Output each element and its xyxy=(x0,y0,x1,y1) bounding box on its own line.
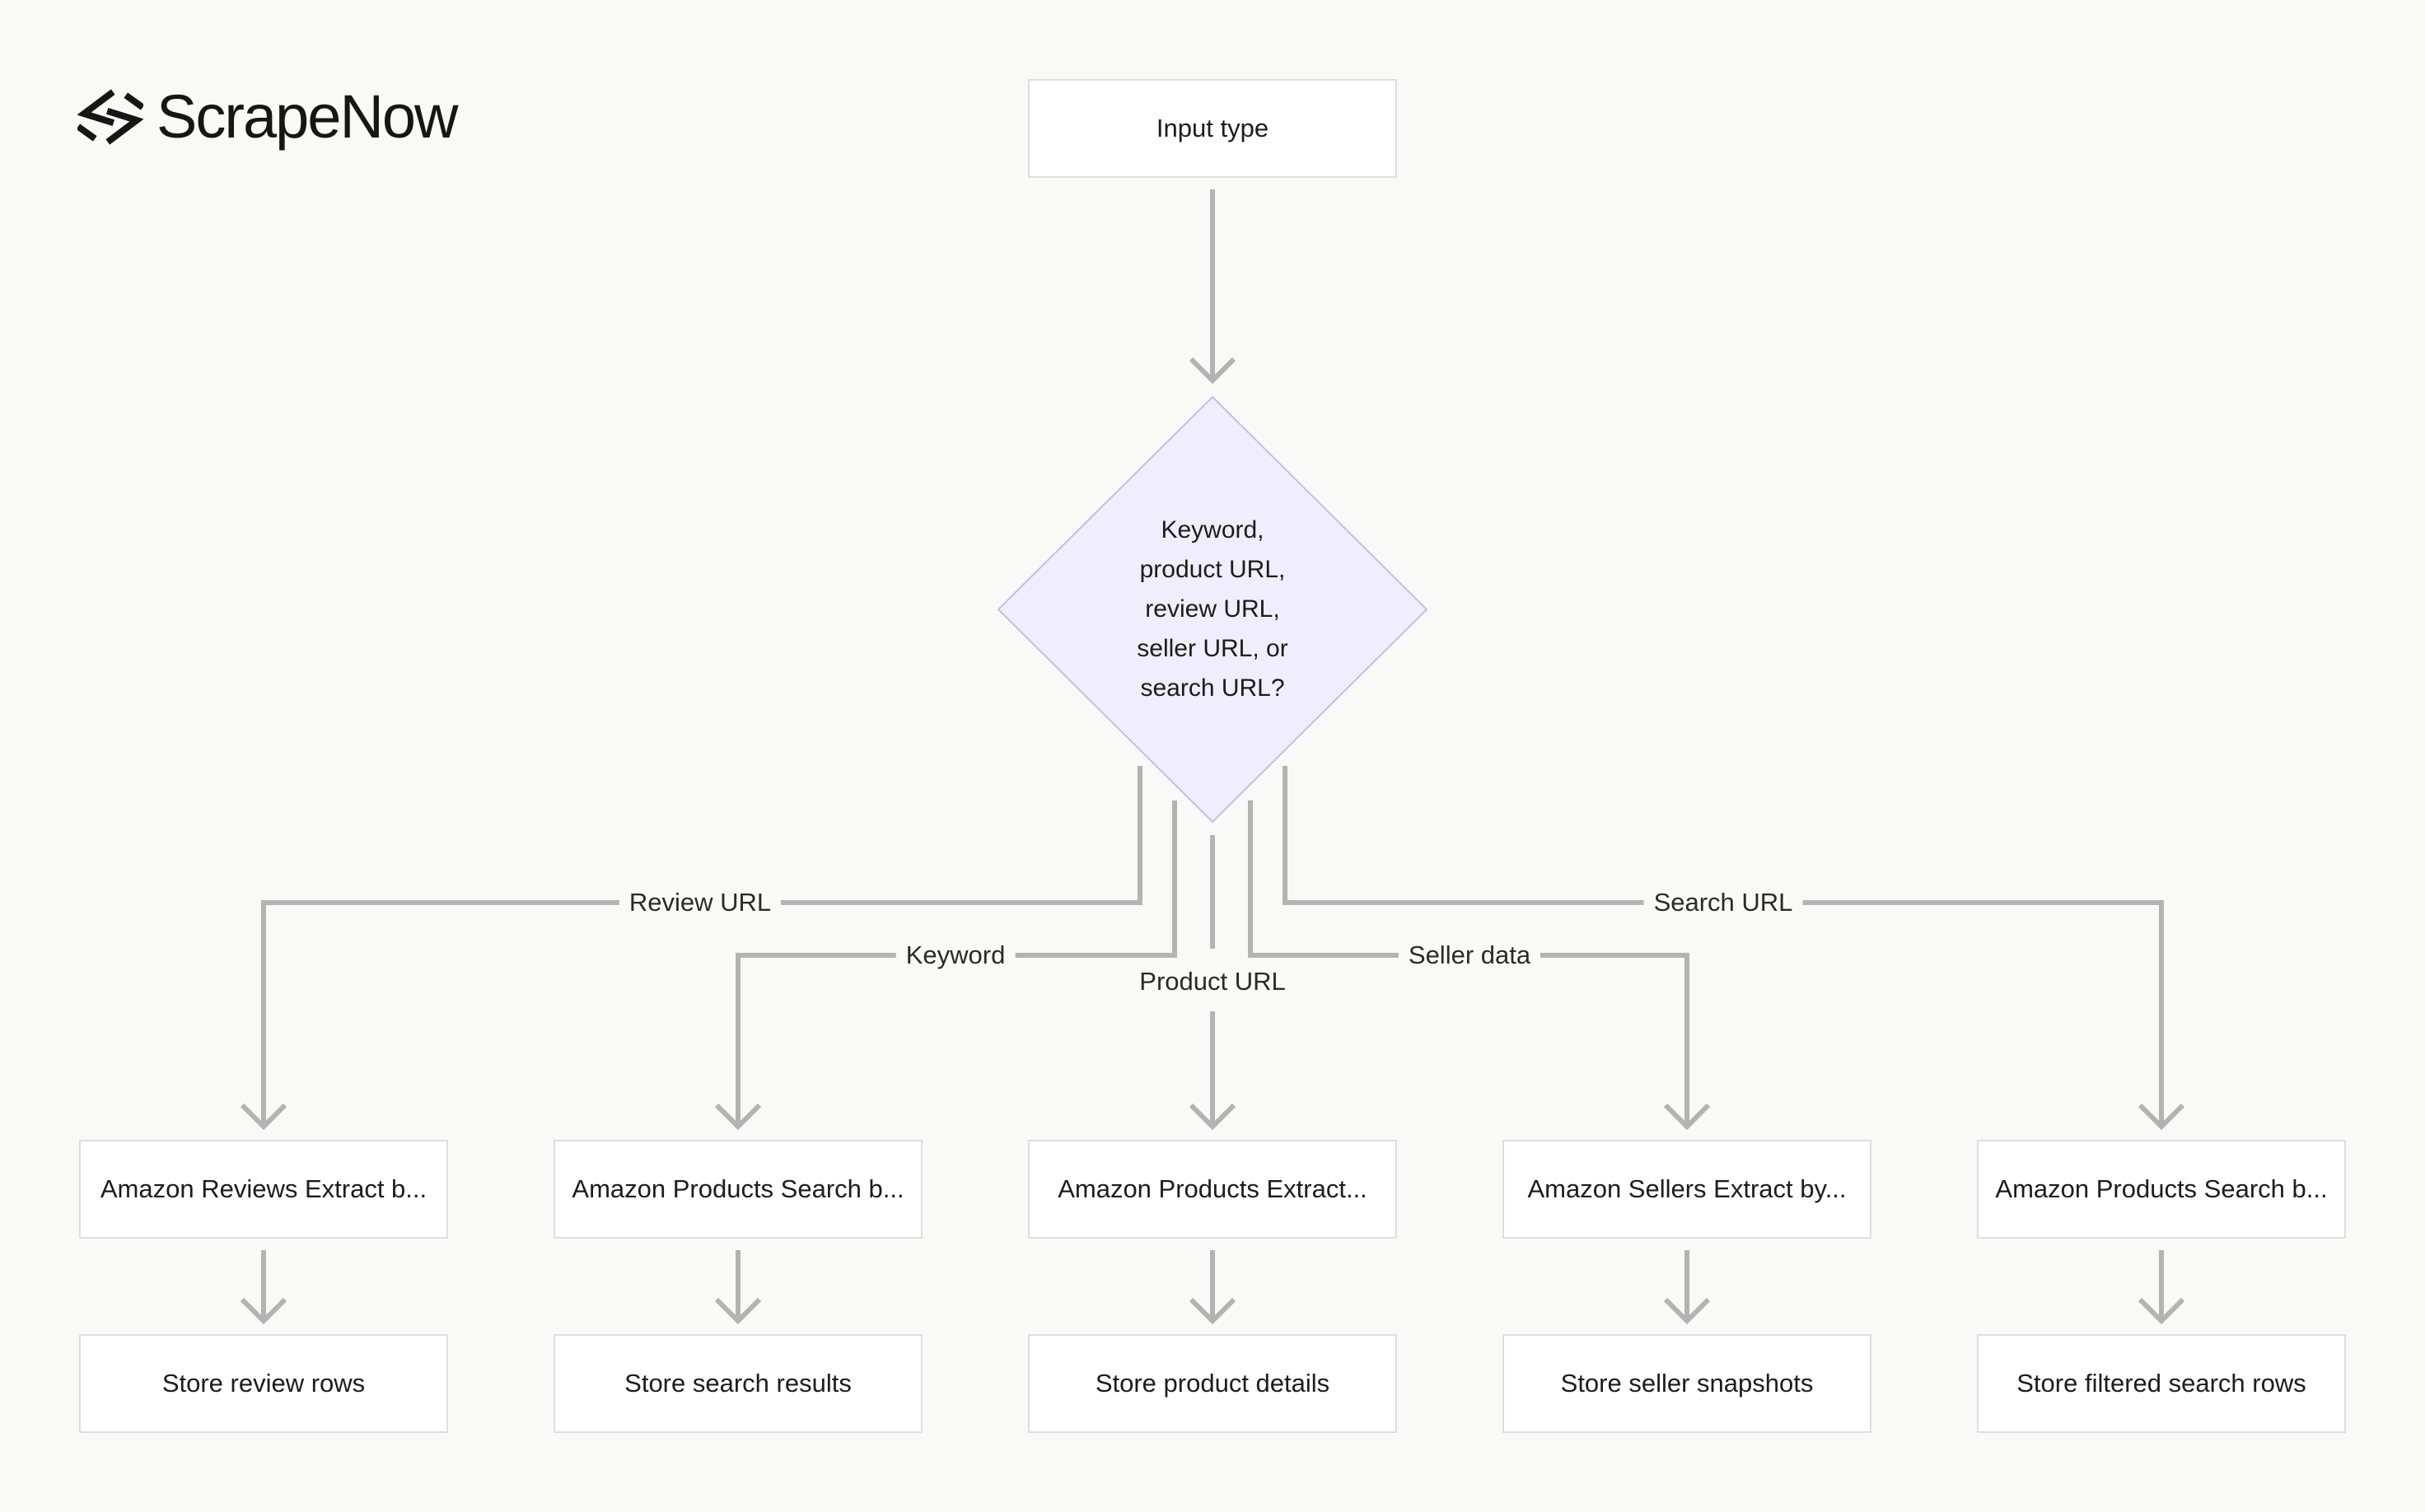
arrowhead-review-output xyxy=(240,1297,287,1325)
arrowhead-keyword-actor xyxy=(714,1103,762,1131)
output-node-product-details: Store product details xyxy=(1028,1334,1397,1433)
output-node-search-results: Store search results xyxy=(554,1334,923,1433)
edge-label-product-url: Product URL xyxy=(1129,965,1296,998)
actor-node-products-search[interactable]: Amazon Products Search b... xyxy=(554,1140,923,1239)
arrowhead-seller-actor xyxy=(1663,1103,1711,1131)
brand-name: ScrapeNow xyxy=(157,82,459,151)
scrapenow-logo-icon xyxy=(77,89,143,145)
arrowhead-keyword-output xyxy=(714,1297,762,1325)
arrowhead-product-actor xyxy=(1189,1103,1236,1131)
arrowhead-search-actor xyxy=(2138,1103,2185,1131)
decision-line: seller URL, or xyxy=(1137,635,1288,662)
brand-logo: ScrapeNow xyxy=(77,82,459,151)
output-node-review-rows: Store review rows xyxy=(79,1334,448,1433)
actor-node-reviews[interactable]: Amazon Reviews Extract b... xyxy=(79,1140,448,1239)
actor-node-products-extract[interactable]: Amazon Products Extract... xyxy=(1028,1140,1397,1239)
edge-label-search-url: Search URL xyxy=(1643,886,1803,919)
decision-line: review URL, xyxy=(1145,595,1280,623)
arrowhead-seller-output xyxy=(1663,1297,1711,1325)
output-node-filtered-search-rows: Store filtered search rows xyxy=(1977,1334,2346,1433)
arrowhead-product-output xyxy=(1189,1297,1236,1325)
output-node-seller-snapshots: Store seller snapshots xyxy=(1502,1334,1871,1433)
decision-line: Keyword, xyxy=(1161,516,1264,544)
decision-diamond xyxy=(997,395,1428,824)
decision-line: search URL? xyxy=(1140,674,1285,702)
actor-node-sellers-extract[interactable]: Amazon Sellers Extract by... xyxy=(1502,1140,1871,1239)
arrowhead-decision xyxy=(1189,357,1236,385)
edge-label-keyword: Keyword xyxy=(895,939,1016,972)
edge-label-review-url: Review URL xyxy=(619,886,782,919)
edge-label-seller-data: Seller data xyxy=(1398,939,1541,972)
arrowhead-search-output xyxy=(2138,1297,2185,1325)
arrowhead-review-actor xyxy=(240,1103,287,1131)
actor-node-products-search-url[interactable]: Amazon Products Search b... xyxy=(1977,1140,2346,1239)
decision-label: Keyword, product URL, review URL, seller… xyxy=(1104,511,1321,708)
decision-line: product URL, xyxy=(1139,556,1286,583)
input-type-node: Input type xyxy=(1028,79,1397,178)
